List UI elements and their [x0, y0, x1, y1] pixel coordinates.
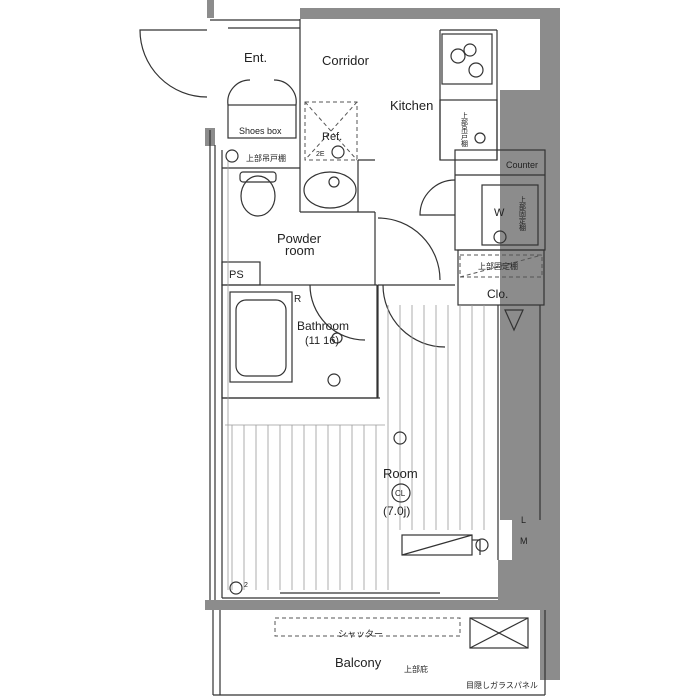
powder-room-label-2: room: [285, 243, 315, 258]
upper-cabinet-vertical-label: 上部吊戸棚: [461, 111, 469, 148]
bathroom-size-label: (11 16): [305, 335, 339, 347]
door-swings: [139, 29, 456, 348]
room-label: Room: [383, 466, 418, 481]
l-mark-label: L: [521, 515, 526, 525]
outlet-2e-label: 2E: [316, 151, 325, 158]
closet-label: Clo.: [487, 287, 508, 301]
upper-fixed-shelf-label: 上部固定棚: [478, 261, 518, 271]
privacy-glass-panel-label: 目隠しガラスパネル: [466, 680, 538, 690]
bathroom-label: Bathroom: [297, 319, 349, 333]
shutter-label: シャッター: [338, 629, 383, 639]
pipe-space-label: PS: [229, 269, 244, 281]
fixtures: [212, 43, 546, 696]
balcony-label: Balcony: [335, 655, 382, 670]
room-size-label: (7.0j): [383, 504, 410, 518]
outlet-2-label: 2: [244, 582, 248, 589]
entrance-label: Ent.: [244, 50, 267, 65]
corridor-label: Corridor: [322, 53, 370, 68]
upper-fixed-shelf-vertical-label: 上部固定棚: [519, 195, 527, 232]
kitchen-label: Kitchen: [390, 98, 433, 113]
washer-label: W: [494, 207, 505, 219]
room-floor-hatching: [225, 160, 485, 590]
interior-lines: [209, 19, 546, 600]
r-mark-label: R: [294, 294, 301, 305]
closet-mark-label: CL: [395, 489, 406, 498]
upper-hanging-shelf-label: 上部吊戸棚: [246, 153, 286, 163]
refrigerator-label: Ref.: [322, 131, 342, 143]
powder-room-label-1: Powder: [277, 231, 322, 246]
upper-eave-label: 上部庇: [404, 664, 428, 674]
counter-label: Counter: [506, 160, 538, 170]
m-mark-label: M: [520, 536, 528, 546]
exterior-walls: [205, 0, 560, 680]
shoes-box-label: Shoes box: [239, 126, 282, 136]
